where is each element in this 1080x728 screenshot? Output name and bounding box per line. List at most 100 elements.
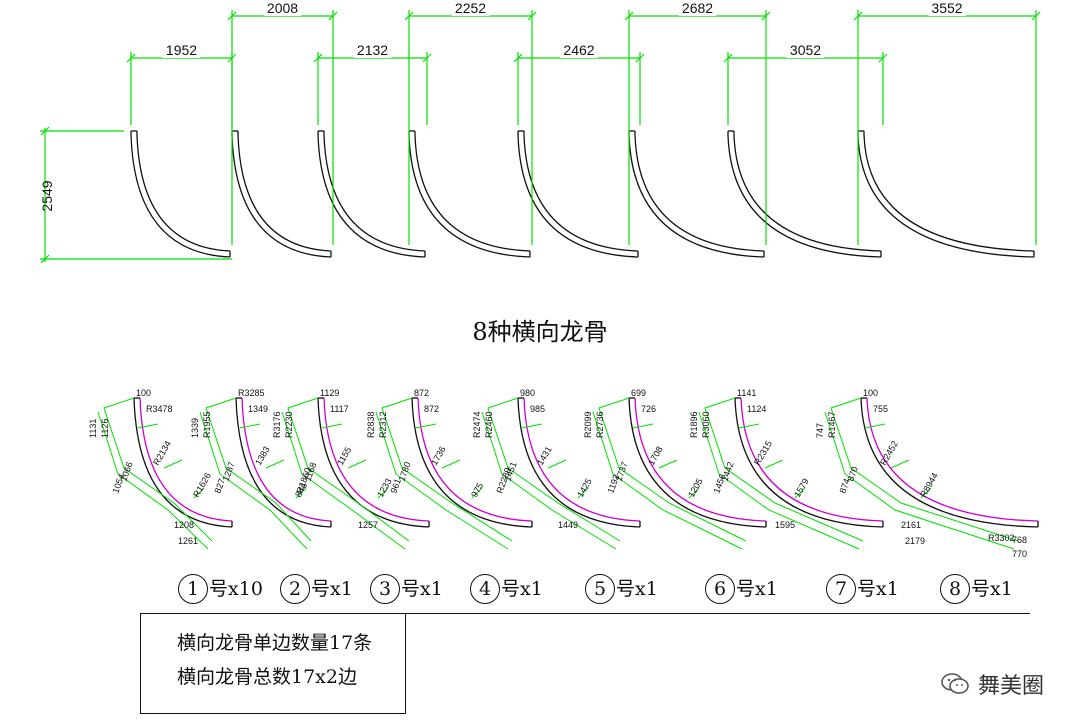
part-outer-arc bbox=[628, 397, 767, 528]
part-dimension-label: R2838 bbox=[366, 411, 376, 438]
part-dimension-label: R2474 bbox=[472, 411, 482, 438]
part-dimension-label: 1339 bbox=[190, 418, 200, 438]
top-dimension-5: 2462 bbox=[513, 42, 645, 125]
part-number-circle: 3 bbox=[370, 574, 400, 604]
part-quantity: x1 bbox=[635, 578, 658, 600]
part-dimension-label: 975 bbox=[469, 481, 485, 499]
divider-line bbox=[140, 613, 1030, 614]
profile-2 bbox=[231, 130, 332, 258]
part-quantity: x1 bbox=[876, 578, 899, 600]
part-unit: 号 bbox=[971, 578, 991, 600]
part-dimension-label: 1579 bbox=[792, 477, 811, 499]
profile-8 bbox=[857, 130, 1035, 258]
part-dimension-label: 1257 bbox=[358, 520, 378, 530]
summary-line-1: 横向龙骨单边数量17条 bbox=[177, 632, 373, 654]
part-inner-arc bbox=[634, 397, 767, 522]
part-inner-arc bbox=[740, 397, 884, 522]
part-dimension-label: R8944 bbox=[918, 471, 940, 499]
profile-inner-arc bbox=[634, 131, 765, 252]
part-chord-lines bbox=[287, 397, 410, 542]
part-dimension-label: 1449 bbox=[558, 520, 578, 530]
part-unit: 号 bbox=[401, 578, 421, 600]
part-dimension-label: R2230 bbox=[284, 411, 294, 438]
profile-4 bbox=[408, 130, 531, 258]
part-dimension-label: 872 bbox=[424, 404, 439, 414]
part-number-circle: 4 bbox=[470, 574, 500, 604]
part-dimension-label: 699 bbox=[631, 388, 646, 398]
top-dimension-label: 3552 bbox=[931, 0, 962, 16]
profile-inner-arc bbox=[523, 131, 639, 252]
part-unit: 号 bbox=[736, 578, 756, 600]
part-dimension-label: 1124 bbox=[747, 404, 766, 414]
summary-box: 横向龙骨单边数量17条 横向龙骨总数17x2边 bbox=[140, 614, 406, 714]
part-dimension-label: 1141 bbox=[737, 388, 756, 398]
top-dimension-3: 2132 bbox=[313, 42, 432, 125]
profile-inner-arc bbox=[733, 131, 882, 252]
top-dimension-label: 3052 bbox=[790, 42, 821, 58]
part-dimension-label: R2315 bbox=[752, 439, 774, 467]
height-dimension: 2549 bbox=[39, 126, 232, 264]
part-dimension-label: 961 bbox=[388, 477, 403, 495]
part-dimension-label: 1155 bbox=[335, 445, 353, 467]
top-dimension-4: 2252 bbox=[404, 0, 537, 245]
part-dimension-label: 1425 bbox=[575, 477, 594, 499]
part-dimension-label: 1129 bbox=[320, 388, 339, 398]
profile-inner-arc bbox=[863, 131, 1035, 252]
part-dimension-label: R2460 bbox=[484, 411, 494, 438]
part-inner-arc bbox=[323, 397, 430, 522]
part-dimension-label: R2312 bbox=[378, 411, 388, 438]
top-dimension-label: 1952 bbox=[166, 42, 197, 58]
top-dimension-6: 2682 bbox=[624, 0, 771, 245]
part-outer-arc bbox=[734, 397, 884, 528]
profile-outer-arc bbox=[857, 131, 1035, 258]
part-number-circle: 2 bbox=[280, 574, 310, 604]
part-quantity: x1 bbox=[330, 578, 353, 600]
profile-outer-arc bbox=[130, 131, 231, 258]
part-dimension-label: 1117 bbox=[330, 404, 349, 414]
part-dimension-label: 2179 bbox=[905, 536, 925, 546]
part-quantity: x1 bbox=[520, 578, 543, 600]
part-unit: 号 bbox=[616, 578, 636, 600]
top-arc-row bbox=[130, 130, 1035, 258]
profile-outer-arc bbox=[628, 131, 765, 258]
part-chord-lines bbox=[205, 397, 312, 542]
part-outer-arc bbox=[411, 397, 533, 528]
summary-line-2: 横向龙骨总数17x2边 bbox=[177, 666, 357, 688]
height-dimension-label: 2549 bbox=[39, 180, 55, 211]
part-dimension-label: 1193 bbox=[605, 473, 621, 495]
profile-outer-arc bbox=[231, 131, 332, 258]
profile-outer-arc bbox=[408, 131, 531, 258]
part-outer-arc bbox=[317, 397, 430, 528]
part-dimension-label: 1208 bbox=[174, 520, 194, 530]
top-dimension-8: 3552 bbox=[853, 0, 1041, 245]
part-outer-arc bbox=[517, 397, 641, 528]
top-dimension-label: 2252 bbox=[455, 0, 486, 16]
part-dimension-label: 726 bbox=[641, 404, 656, 414]
profile-inner-arc bbox=[414, 131, 531, 252]
part-inner-arc bbox=[241, 397, 332, 522]
part-dimension-label: 980 bbox=[520, 388, 535, 398]
part-number-circle: 7 bbox=[826, 574, 856, 604]
part-dimension-label: R2099 bbox=[583, 411, 593, 438]
part-dimension-label: 2161 bbox=[901, 520, 921, 530]
part-dimension-label: 870 bbox=[845, 465, 860, 483]
profile-6 bbox=[628, 130, 765, 258]
part-quantity: x1 bbox=[755, 578, 778, 600]
part-dimension-label: 755 bbox=[873, 404, 888, 414]
part-chord-lines bbox=[830, 397, 1019, 542]
part-dimension-label: 985 bbox=[530, 404, 545, 414]
part-dimension-label: 1131 bbox=[88, 419, 98, 438]
part-quantity: x1 bbox=[420, 578, 443, 600]
part-unit: 号 bbox=[209, 578, 229, 600]
part-dimension-label: 1383 bbox=[253, 445, 272, 467]
part-unit: 号 bbox=[857, 578, 877, 600]
part-dimension-label: 872 bbox=[414, 388, 429, 398]
